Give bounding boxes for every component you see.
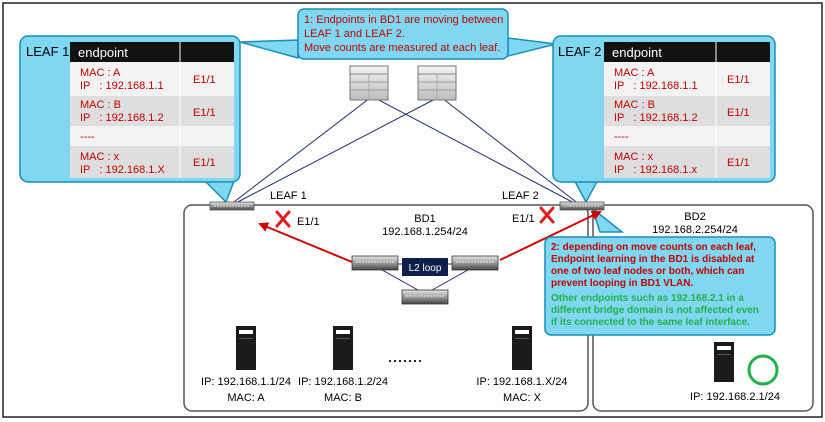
host1-ip: IP: 192.168.1.1/24 <box>201 376 291 388</box>
leaf2-port-label: E1/1 <box>512 213 535 225</box>
note2-red-line4: prevent looping in BD1 VLAN. <box>551 278 693 289</box>
bd2-subnet: 192.168.2.254/24 <box>652 224 738 236</box>
note2-red-line1: 2: depending on move counts on each leaf… <box>551 242 756 253</box>
bd1-switch-left-icon <box>351 255 399 271</box>
leaf2-row2-port: E1/1 <box>727 107 750 119</box>
note1-line2: LEAF 1 and LEAF 2. <box>304 28 405 40</box>
bd2-name: BD2 <box>684 211 705 223</box>
leaf2-row1-port: E1/1 <box>727 74 750 86</box>
note2-callout: 2: depending on move counts on each leaf… <box>544 236 776 336</box>
host2-mac: MAC: B <box>324 392 362 404</box>
bd1-switch-right-icon <box>451 255 499 271</box>
leaf1-label: LEAF 1 <box>270 190 307 202</box>
bd1-subnet: 192.168.1.254/24 <box>382 226 468 238</box>
leaf1-row1-mac: MAC : A <box>80 67 121 79</box>
note2-green-line1: Other endpoints such as 192.168.2.1 in a <box>551 293 744 304</box>
leaf1-row2-ip: IP : 192.168.1.2 <box>80 112 164 124</box>
leaf1-port-label: E1/1 <box>297 216 320 228</box>
bd2-host-ip: IP: 192.168.2.1/24 <box>690 391 780 403</box>
leaf1-blocked-x-icon <box>275 210 291 228</box>
server-host-x-icon <box>512 326 532 370</box>
leaf1-row4-ip: IP : 192.168.1.X <box>80 164 165 176</box>
leaf1-callout-title: LEAF 1 <box>26 44 69 59</box>
move-arrow-to-leaf2 <box>499 210 602 261</box>
l2-loop-badge <box>402 258 448 276</box>
leaf1-row1-ip: IP : 192.168.1.1 <box>80 80 164 92</box>
hosts-ellipsis: ....... <box>387 346 422 366</box>
leaf1-row3-ellipsis: ---- <box>80 131 95 143</box>
leaf2-row3-ellipsis: ---- <box>614 131 629 143</box>
unaffected-host-circle-icon <box>747 354 779 386</box>
fabric-links <box>229 97 581 206</box>
leaf1-row4-mac: MAC : x <box>80 151 120 163</box>
leaf2-row1-ip: IP : 192.168.1.1 <box>614 80 698 92</box>
l2-loop-label: L2 loop <box>409 263 442 274</box>
host1-mac: MAC: A <box>227 392 265 404</box>
bd1-switch-bottom-icon <box>401 289 449 305</box>
note2-green-line2: different bridge domain is not affected … <box>551 305 759 316</box>
server-host-2-icon <box>333 326 353 370</box>
note1-callout: 1: Endpoints in BD1 are moving between L… <box>297 8 509 60</box>
leaf2-row4-mac: MAC : x <box>614 151 654 163</box>
leaf2-callout-title: LEAF 2 <box>558 44 601 59</box>
note1-pointer-right <box>507 37 557 57</box>
leaf2-table-rows: MAC : A IP : 192.168.1.1 E1/1 MAC : B IP… <box>604 62 770 178</box>
note2-red-line3: one of two leaf nodes or both, which can <box>551 266 744 277</box>
leaf1-row4-port: E1/1 <box>193 157 216 169</box>
bd1-name: BD1 <box>414 213 435 225</box>
note2-red-line2: Endpoint learning in the BD1 is disabled… <box>551 254 755 265</box>
leaf2-row2-mac: MAC : B <box>614 99 655 111</box>
note1-line1: 1: Endpoints in BD1 are moving between <box>304 14 503 26</box>
leaf1-endpoint-callout: LEAF 1 endpoint MAC : A IP : 192.168.1.1… <box>19 35 241 183</box>
leaf1-table-header: endpoint <box>78 45 128 60</box>
leaf2-switch-icon <box>559 201 605 211</box>
leaf1-row2-mac: MAC : B <box>80 99 121 111</box>
note1-line3: Move counts are measured at each leaf. <box>304 42 500 54</box>
spine-switch-1-icon <box>349 65 389 101</box>
leaf1-row1-port: E1/1 <box>193 74 216 86</box>
leaf1-table-rows: MAC : A IP : 192.168.1.1 E1/1 MAC : B IP… <box>70 62 234 178</box>
leaf1-row2-port: E1/1 <box>193 107 216 119</box>
note1-pointer-left <box>239 39 299 59</box>
host2-ip: IP: 192.168.1.2/24 <box>298 376 388 388</box>
leaf2-row4-port: E1/1 <box>727 157 750 169</box>
spine-switch-2-icon <box>417 65 457 101</box>
server-host-1-icon <box>236 326 256 370</box>
leaf2-blocked-x-icon <box>539 206 555 224</box>
leaf1-switch-icon <box>209 201 255 211</box>
note2-green-line3: if its connected to the same leaf interf… <box>551 317 750 328</box>
leaf2-table-header: endpoint <box>612 45 662 60</box>
leaf2-row2-ip: IP : 192.168.1.2 <box>614 112 698 124</box>
hostx-mac: MAC: X <box>503 392 542 404</box>
hostx-ip: IP: 192.168.1.X/24 <box>476 376 567 388</box>
leaf2-row4-ip: IP : 192.168.1.x <box>614 164 697 176</box>
server-bd2-host-icon <box>714 342 734 382</box>
move-arrow-to-leaf1 <box>258 222 353 263</box>
leaf2-label: LEAF 2 <box>502 190 539 202</box>
leaf2-row1-mac: MAC : A <box>614 67 655 79</box>
leaf2-endpoint-callout: LEAF 2 endpoint MAC : A IP : 192.168.1.1… <box>552 35 776 183</box>
